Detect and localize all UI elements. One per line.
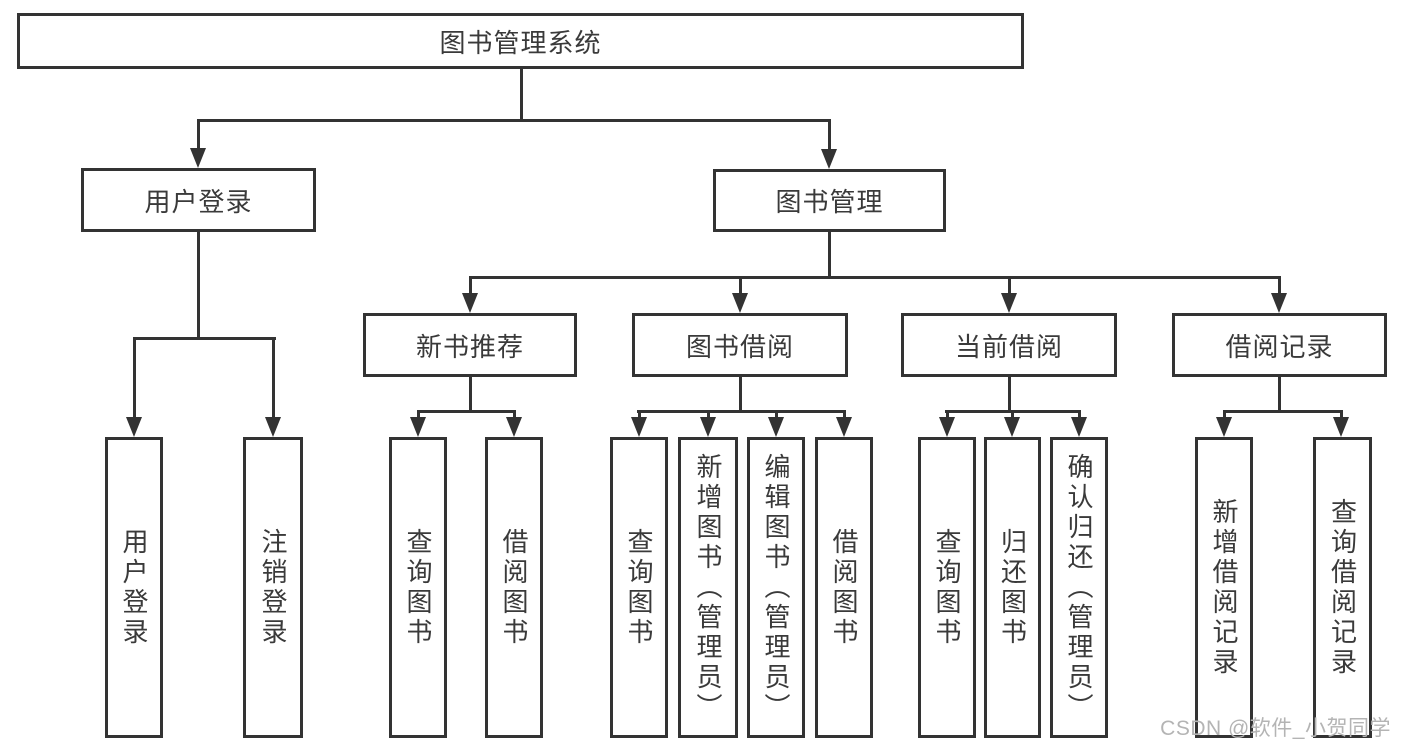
- arrowhead-down-icon: [1333, 417, 1349, 437]
- leaf-query-books: 查询图书: [389, 437, 447, 738]
- arrowhead-down-icon: [768, 417, 784, 437]
- arrowhead-down-icon: [939, 417, 955, 437]
- leaf-label: 归还图书: [997, 527, 1028, 648]
- connector-drop: [946, 410, 949, 422]
- connector-drop: [828, 119, 831, 153]
- arrowhead-down-icon: [506, 417, 522, 437]
- arrowhead-down-icon: [700, 417, 716, 437]
- connector-manage-branch: [469, 276, 1281, 279]
- connector-borrow-branch: [637, 410, 845, 413]
- connector-drop: [638, 410, 641, 422]
- connector-recommend-branch: [417, 410, 516, 413]
- arrowhead-down-icon: [1001, 293, 1017, 313]
- connector-drop: [1278, 276, 1281, 298]
- connector-records-stem: [1278, 377, 1281, 413]
- leaf-logout: 注销登录: [243, 437, 303, 738]
- connector-drop: [739, 276, 742, 298]
- connector-manage-stem: [828, 232, 831, 279]
- leaf-confirm-return-admin: 确认归还（管理员）: [1050, 437, 1108, 738]
- connector-drop: [707, 410, 710, 422]
- connector-login-stem: [197, 232, 200, 340]
- connector-drop: [513, 410, 516, 422]
- connector-level1-branch: [198, 119, 830, 122]
- node-borrowing-records: 借阅记录: [1172, 313, 1387, 377]
- arrowhead-down-icon: [1216, 417, 1232, 437]
- connector-drop: [1340, 410, 1343, 422]
- leaf-label: 查询图书: [624, 527, 654, 648]
- node-book-borrowing: 图书借阅: [632, 313, 848, 377]
- node-new-book-recommendation: 新书推荐: [363, 313, 577, 377]
- connector-drop: [133, 337, 136, 422]
- leaf-label: 编辑图书（管理员）: [761, 452, 791, 723]
- arrowhead-down-icon: [126, 417, 142, 437]
- arrowhead-down-icon: [462, 293, 478, 313]
- leaf-label: 注销登录: [258, 527, 288, 648]
- connector-drop: [417, 410, 420, 422]
- connector-drop: [197, 119, 200, 153]
- connector-records-branch: [1223, 410, 1343, 413]
- leaf-edit-books-admin: 编辑图书（管理员）: [747, 437, 805, 738]
- connector-root-stem: [520, 69, 523, 122]
- leaf-add-books-admin: 新增图书（管理员）: [678, 437, 738, 738]
- connector-drop: [272, 337, 275, 422]
- leaf-query-borrow-record: 查询借阅记录: [1313, 437, 1372, 738]
- csdn-watermark: CSDN @软件_小贺同学: [1160, 717, 1391, 740]
- leaf-borrow-books: 借阅图书: [815, 437, 873, 738]
- connector-drop: [1011, 410, 1014, 422]
- connector-drop: [1223, 410, 1226, 422]
- connector-drop: [775, 410, 778, 422]
- arrowhead-down-icon: [1271, 293, 1287, 313]
- leaf-add-borrow-record: 新增借阅记录: [1195, 437, 1253, 738]
- connector-recommend-stem: [469, 377, 472, 413]
- leaf-borrow-books: 借阅图书: [485, 437, 543, 738]
- arrowhead-down-icon: [631, 417, 647, 437]
- leaf-label: 查询借阅记录: [1327, 497, 1358, 678]
- connector-drop: [469, 276, 472, 298]
- connector-borrow-stem: [739, 377, 742, 413]
- node-book-management: 图书管理: [713, 169, 946, 232]
- arrowhead-down-icon: [836, 417, 852, 437]
- connector-drop: [843, 410, 846, 422]
- connector-drop: [1078, 410, 1081, 422]
- arrowhead-down-icon: [190, 148, 206, 168]
- connector-drop: [1008, 276, 1011, 298]
- node-current-borrowing: 当前借阅: [901, 313, 1117, 377]
- arrowhead-down-icon: [1004, 417, 1020, 437]
- leaf-label: 确认归还（管理员）: [1064, 452, 1094, 723]
- node-system-root: 图书管理系统: [17, 13, 1024, 69]
- leaf-query-books: 查询图书: [918, 437, 976, 738]
- leaf-label: 查询图书: [932, 527, 962, 648]
- arrowhead-down-icon: [732, 293, 748, 313]
- node-user-login: 用户登录: [81, 168, 316, 232]
- connector-login-branch: [133, 337, 276, 340]
- arrowhead-down-icon: [410, 417, 426, 437]
- connector-current-stem: [1008, 377, 1011, 413]
- leaf-user-login: 用户登录: [105, 437, 163, 738]
- leaf-label: 借阅图书: [829, 527, 859, 648]
- arrowhead-down-icon: [1071, 417, 1087, 437]
- arrowhead-down-icon: [265, 417, 281, 437]
- leaf-label: 新增借阅记录: [1209, 497, 1239, 678]
- leaf-label: 借阅图书: [499, 527, 529, 648]
- arrowhead-down-icon: [821, 149, 837, 169]
- leaf-return-books: 归还图书: [984, 437, 1041, 738]
- leaf-label: 查询图书: [403, 527, 433, 648]
- leaf-label: 用户登录: [119, 527, 149, 648]
- leaf-query-books: 查询图书: [610, 437, 668, 738]
- leaf-label: 新增图书（管理员）: [693, 452, 723, 723]
